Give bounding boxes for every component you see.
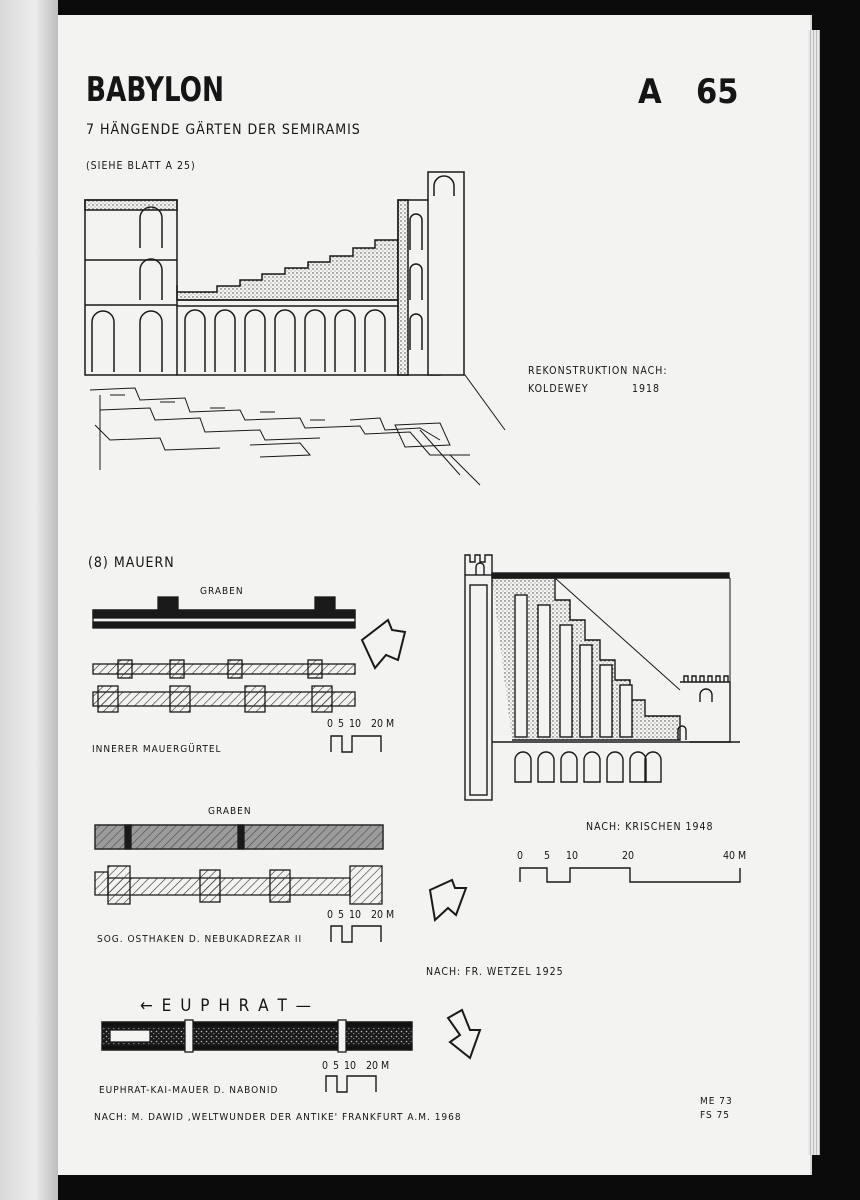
arrow-right-icon [360, 618, 407, 670]
scale-bar-large [519, 867, 741, 883]
scale-label-10: 10 [566, 850, 579, 862]
graben-label: GRABEN [200, 586, 244, 597]
scale-label-5: 5 [333, 1060, 340, 1072]
footer-code-1: ME 73 [700, 1096, 733, 1107]
scale-label-0: 0 [327, 718, 334, 730]
wetzel-credit: NACH: FR. WETZEL 1925 [426, 966, 564, 978]
footer-code-2: FS 75 [700, 1110, 731, 1121]
scale-label-5: 5 [544, 850, 551, 862]
footer-source: NACH: M. DAWID ,WELTWUNDER DER ANTIKE' F… [94, 1112, 462, 1123]
krischen-section-drawing [464, 554, 740, 801]
page-title: BABYLON [86, 70, 225, 110]
reconstruction-author: KOLDEWEY [528, 383, 589, 395]
krischen-credit: NACH: KRISCHEN 1948 [586, 821, 714, 833]
scale-label-5: 5 [338, 718, 345, 730]
scale-label-20: 20 [622, 850, 635, 862]
scale-label-5: 5 [338, 909, 345, 921]
hanging-gardens-drawing [84, 171, 506, 486]
scale-bar-2 [330, 925, 382, 943]
arrow-up-right-icon [428, 878, 468, 922]
book-spine [0, 0, 58, 1200]
reconstruction-credit: REKONSTRUKTION NACH: [528, 365, 668, 377]
inner-wall-label: INNERER MAUERGÜRTEL [92, 744, 222, 755]
scale-bar-3 [325, 1075, 377, 1093]
page-edges [808, 30, 820, 1155]
scale-label-0: 0 [517, 850, 524, 862]
graben-label: GRABEN [208, 806, 252, 817]
inner-wall-plans [92, 596, 356, 713]
sheet-number: 65 [696, 72, 739, 112]
scale-label-20m: 20 M [366, 1060, 390, 1072]
east-bastion-plans [94, 824, 384, 905]
walls-heading: (8) MAUERN [88, 555, 175, 571]
page-subtitle: 7 HÄNGENDE GÄRTEN DER SEMIRAMIS [86, 122, 361, 138]
scale-label-0: 0 [322, 1060, 329, 1072]
sheet-letter: A [638, 72, 662, 112]
scale-label-40m: 40 M [723, 850, 747, 862]
euphrat-label: ← E U P H R A T — [140, 996, 313, 1016]
scale-label-10: 10 [349, 718, 362, 730]
east-bastion-label: SOG. OSTHAKEN D. NEBUKADREZAR II [97, 934, 303, 945]
arrow-down-right-icon [446, 1008, 482, 1060]
reconstruction-year: 1918 [632, 383, 661, 395]
cross-reference: (SIEHE BLATT A 25) [86, 160, 196, 172]
euphrat-quay-wall-plan [101, 1019, 413, 1053]
scale-label-20m: 20 M [371, 718, 395, 730]
quay-wall-label: EUPHRAT-KAI-MAUER D. NABONID [99, 1085, 279, 1096]
scale-bar-1 [330, 735, 382, 753]
scale-label-10: 10 [344, 1060, 357, 1072]
scale-label-10: 10 [349, 909, 362, 921]
scale-label-20m: 20 M [371, 909, 395, 921]
scale-label-0: 0 [327, 909, 334, 921]
